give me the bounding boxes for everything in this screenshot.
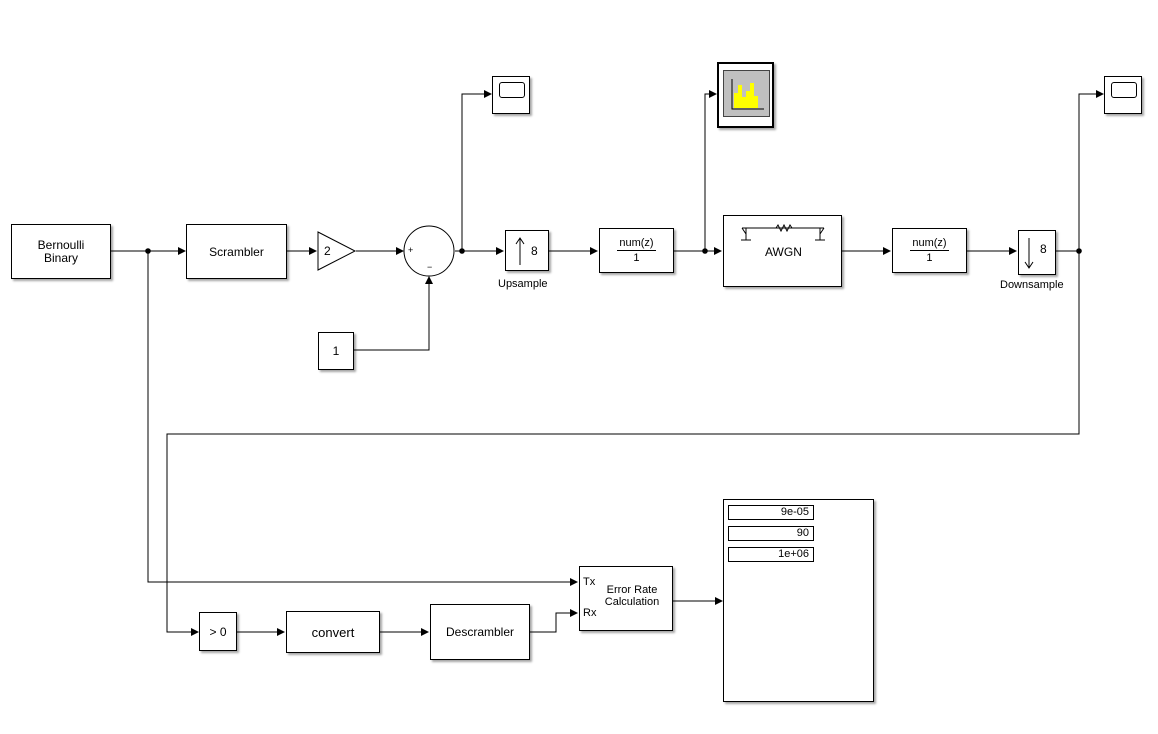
descrambler-label: Descrambler (445, 625, 514, 639)
junction-dot (1076, 248, 1082, 254)
line-descrambler-rx (530, 609, 578, 633)
line-feedback (166, 251, 1080, 636)
sum-block[interactable] (403, 225, 455, 277)
junction-dot (459, 248, 465, 254)
scope-block-2[interactable] (1104, 76, 1142, 114)
scrambler-label: Scrambler (209, 244, 264, 259)
discrete-filter-block-1[interactable]: num(z) 1 (599, 228, 674, 273)
downsample-label: Downsample (1000, 279, 1064, 291)
display-block[interactable]: 9e-05 90 1e+06 (723, 499, 874, 702)
display-value-error-count: 90 (728, 526, 814, 541)
filter2-numerator: num(z) (910, 237, 949, 251)
arrow-up-icon (515, 237, 525, 265)
downsample-factor: 8 (1040, 242, 1047, 256)
scope-icon (499, 82, 525, 98)
spectrum-analyzer-block[interactable] (717, 62, 774, 128)
error-rate-title: Error Rate Calculation (604, 584, 660, 608)
sum-minus-sign: − (427, 262, 433, 272)
spectrum-analyzer-icon (723, 70, 770, 117)
scrambler-block[interactable]: Scrambler (186, 224, 287, 279)
filter2-denominator: 1 (926, 252, 933, 264)
channel-icon (741, 223, 825, 241)
line-spectrum (704, 90, 717, 251)
upsample-label: Upsample (498, 278, 548, 290)
bernoulli-binary-block[interactable]: Bernoulli Binary (11, 224, 111, 279)
constant-value: 1 (332, 344, 340, 358)
junction-dot (145, 248, 151, 254)
port-tx-label: Tx (583, 576, 596, 588)
discrete-filter-block-2[interactable]: num(z) 1 (892, 228, 967, 273)
downsample-block[interactable]: 8 (1018, 230, 1056, 275)
scope-icon (1111, 82, 1137, 98)
bernoulli-binary-label: Bernoulli Binary (37, 237, 85, 265)
line-scope2 (1078, 90, 1104, 251)
filter1-numerator: num(z) (617, 237, 656, 251)
descrambler-block[interactable]: Descrambler (430, 604, 530, 660)
compare-to-zero-block[interactable]: > 0 (199, 612, 237, 651)
upsample-block[interactable]: 8 (505, 230, 549, 271)
arrow-down-icon (1024, 238, 1034, 269)
data-type-conversion-block[interactable]: convert (286, 611, 380, 653)
awgn-channel-block[interactable]: AWGN (723, 215, 842, 287)
sum-plus-sign: + (408, 245, 414, 255)
line-tx-branch (147, 251, 578, 586)
junction-dot (702, 248, 708, 254)
convert-label: convert (311, 624, 355, 640)
gain-block[interactable] (317, 231, 357, 271)
display-value-error-rate: 9e-05 (728, 505, 814, 520)
upsample-factor: 8 (531, 244, 538, 258)
error-rate-calculation-block[interactable]: Tx Rx Error Rate Calculation (579, 566, 673, 631)
line-constant-sum (354, 276, 433, 351)
scope-block-1[interactable] (492, 76, 530, 114)
compare-label: > 0 (209, 624, 227, 639)
gain-value: 2 (324, 244, 331, 258)
awgn-label: AWGN (765, 245, 802, 259)
display-value-total-bits: 1e+06 (728, 547, 814, 562)
line-scope1 (461, 90, 492, 251)
filter1-denominator: 1 (633, 252, 640, 264)
port-rx-label: Rx (583, 607, 597, 619)
constant-block[interactable]: 1 (318, 332, 354, 370)
